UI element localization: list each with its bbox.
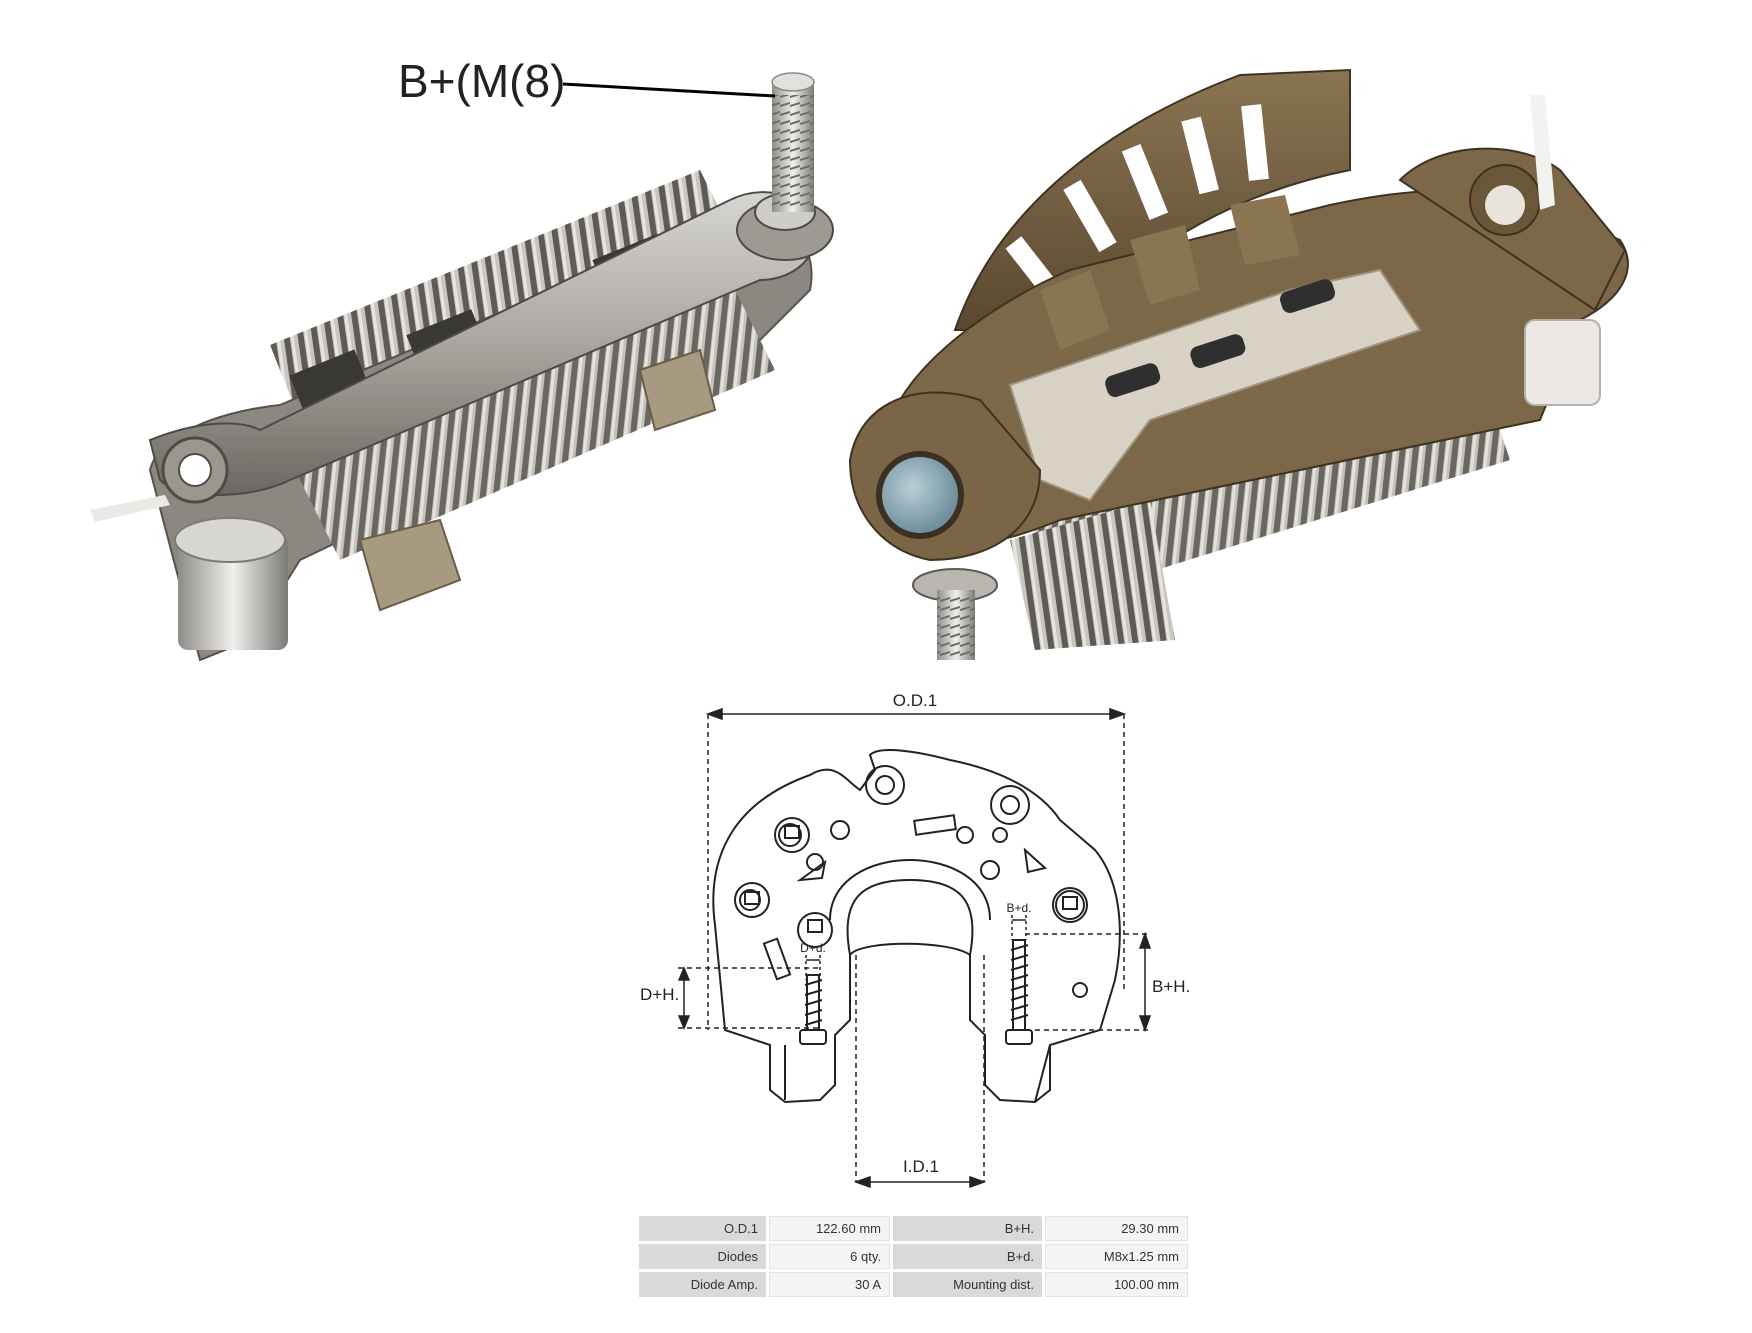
dim-label-bd: B+d. [1006,901,1031,915]
table-row: Diode Amp. 30 A Mounting dist. 100.00 mm [639,1272,1188,1297]
spec-value: M8x1.25 mm [1045,1244,1188,1269]
dim-label-id: I.D.1 [903,1157,939,1176]
table-row: Diodes 6 qty. B+d. M8x1.25 mm [639,1244,1188,1269]
callout-leader-line [562,82,776,98]
spec-label: B+d. [893,1244,1042,1269]
rectifier-photo-right [848,68,1629,660]
spec-value: 100.00 mm [1045,1272,1188,1297]
spec-value: 6 qty. [769,1244,890,1269]
dim-label-bh: B+H. [1152,977,1190,996]
rectifier-photo-left [90,72,834,662]
dim-label-od: O.D.1 [893,691,937,710]
dim-label-dh: D+H. [640,985,679,1004]
stud-callout-label: B+(M(8) [398,55,565,107]
spec-label: Mounting dist. [893,1272,1042,1297]
spec-table: O.D.1 122.60 mm B+H. 29.30 mm Diodes 6 q… [636,1213,1191,1300]
spec-label: B+H. [893,1216,1042,1241]
dim-label-dd: D+d. [800,941,826,955]
spec-value: 30 A [769,1272,890,1297]
dimension-lines [677,707,1152,1189]
spec-label: Diodes [639,1244,766,1269]
spec-label: O.D.1 [639,1216,766,1241]
technical-drawing [712,749,1121,1104]
spec-value: 29.30 mm [1045,1216,1188,1241]
spec-value: 122.60 mm [769,1216,890,1241]
spec-label: Diode Amp. [639,1272,766,1297]
table-row: O.D.1 122.60 mm B+H. 29.30 mm [639,1216,1188,1241]
